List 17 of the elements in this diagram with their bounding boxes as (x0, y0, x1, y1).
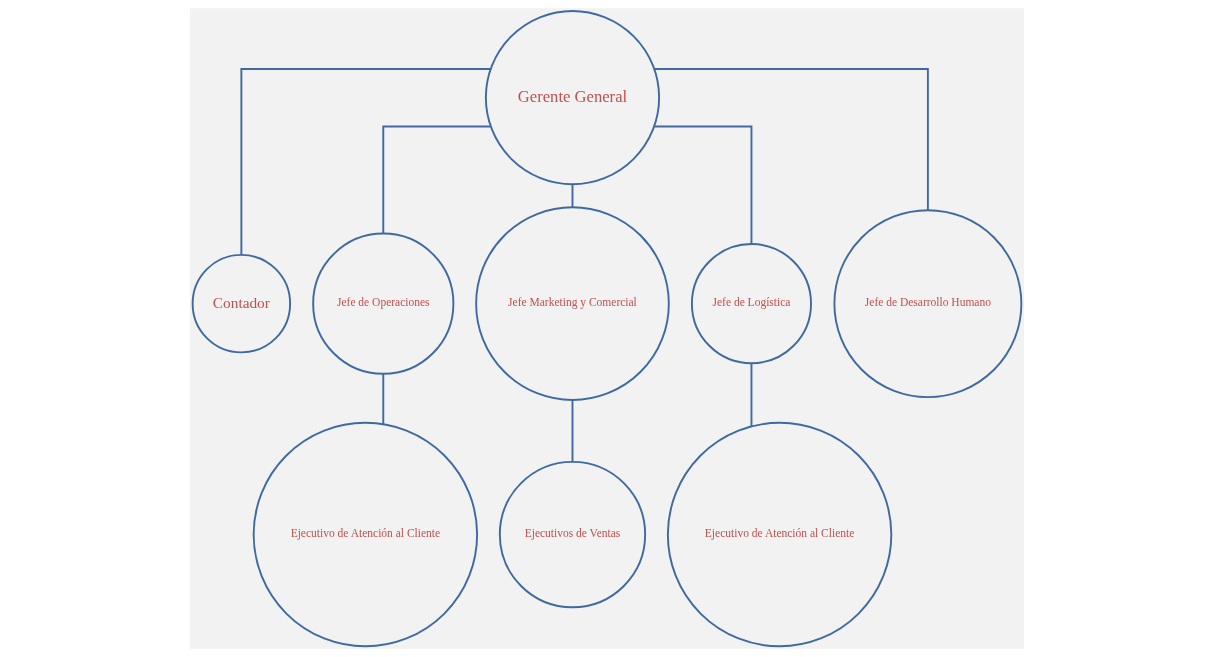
node-circle: Jefe de Operaciones (312, 232, 455, 375)
node-circle: Ejecutivo de Atención al Cliente (252, 421, 479, 648)
node-circle: Jefe Marketing y Comercial (475, 206, 670, 401)
connector (653, 125, 753, 245)
connector (382, 372, 385, 426)
connector (750, 362, 753, 428)
connector (240, 68, 492, 256)
node-circle: Jefe de Desarrollo Humano (833, 209, 1023, 399)
node-circle: Gerente General (484, 10, 661, 186)
node-circle: Jefe de Logística (690, 243, 812, 365)
node-circle: Contador (191, 253, 292, 354)
connector (571, 399, 574, 463)
node-circle: Ejecutivos de Ventas (498, 460, 647, 609)
connector (571, 183, 574, 209)
connector (382, 125, 492, 235)
connector (653, 68, 929, 211)
node-circle: Ejecutivo de Atención al Cliente (666, 421, 893, 648)
